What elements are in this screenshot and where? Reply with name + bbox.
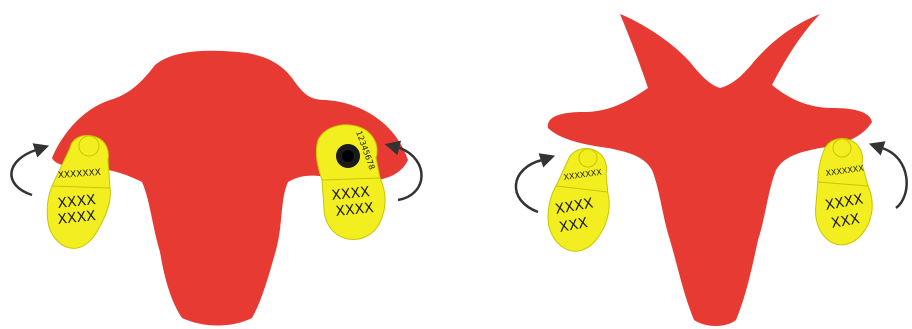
tag-stud-icon: [79, 136, 99, 156]
curved-arrow-icon: [876, 146, 907, 208]
ear-tag-goat-right: XXXXXXX XXXX XXX: [816, 138, 873, 244]
curved-arrow-icon: [516, 158, 548, 212]
tag-stud-icon: [833, 139, 851, 157]
tag-stud-icon: [579, 149, 597, 167]
ear-tag-sheep-right: 12345678 XXXX XXXX: [316, 125, 385, 240]
ear-tag-goat-left: XXXXXXX XXXX XXX: [548, 148, 609, 251]
ear-tag-icon: [316, 125, 385, 240]
curved-arrow-icon: [11, 148, 42, 195]
